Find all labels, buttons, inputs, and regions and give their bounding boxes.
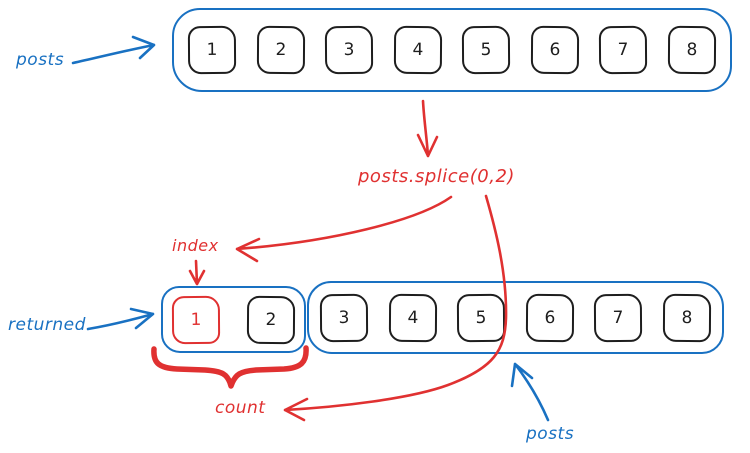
array-item-box: 3 [324,25,374,75]
splice-operation-label: posts.splice(0,2) [358,166,515,187]
array-item-box: 1 [187,25,237,75]
count-underbrace [151,345,309,389]
splice-down-arrow [416,99,439,158]
posts-bottom-label: posts [526,424,575,444]
index-down-arrow [188,259,206,286]
array-item-box: 6 [525,293,574,342]
array-item-box: 8 [662,293,712,342]
array-item-box: 7 [599,25,648,75]
posts-top-label: posts [16,50,65,70]
array-item-box: 4 [388,293,437,342]
array-item-box: 2 [246,295,296,344]
array-item-box: 3 [319,293,369,342]
array-item-box: 5 [462,25,511,75]
returned-arrow [86,307,155,331]
posts-bottom-arrow [510,362,550,422]
index-label: index [172,236,219,255]
returned-array-container: 1 2 [161,286,306,353]
index-curve-arrow [235,195,453,263]
array-item-box: 2 [256,25,305,75]
array-item-box: 6 [530,25,579,75]
array-item-box: 8 [667,25,717,75]
posts-top-arrow [71,35,156,65]
count-label: count [215,398,266,418]
array-item-box: 5 [457,293,506,342]
returned-label: returned [8,315,86,335]
remaining-posts-array-container: 3 4 5 6 7 8 [307,281,724,354]
array-item-box: 7 [594,293,643,342]
array-item-box-highlighted: 1 [171,295,221,344]
array-item-box: 4 [393,25,442,75]
top-posts-array-container: 1 2 3 4 5 6 7 8 [172,8,732,92]
